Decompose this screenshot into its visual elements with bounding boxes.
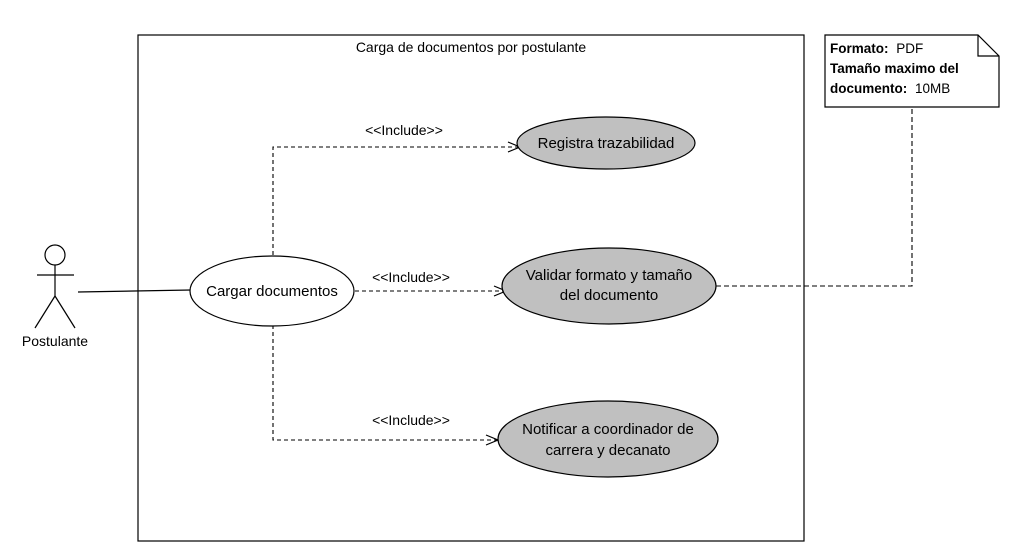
use-case-cargar-documentos[interactable]: Cargar documentos — [189, 255, 355, 327]
use-case-registra-label: Registra trazabilidad — [538, 135, 675, 152]
system-title: Carga de documentos por postulante — [356, 39, 587, 55]
system-boundary — [137, 34, 805, 542]
note-formato-label: Formato: — [830, 41, 889, 56]
include-label-notificar: <<Include>> — [372, 412, 450, 428]
actor-head — [44, 244, 66, 266]
include-edge-notificar — [272, 325, 498, 440]
actor-left-leg — [34, 295, 56, 329]
note-formato-value: PDF — [896, 41, 923, 56]
note-connector — [716, 107, 913, 287]
note-line-tamano-2: documento: 10MB — [830, 81, 950, 96]
use-case-validar-label-line2: del documento — [560, 287, 658, 304]
note-line-formato: Formato: PDF — [830, 41, 923, 56]
use-case-validar-formato[interactable]: Validar formato y tamaño del documento — [501, 247, 717, 325]
use-case-notificar-label-line2: carrera y decanato — [545, 442, 670, 459]
use-case-notificar-shape — [497, 400, 719, 478]
actor-right-leg — [54, 295, 76, 329]
use-case-registra-shape — [516, 116, 696, 170]
use-case-validar-shape — [501, 247, 717, 325]
use-case-cargar-label: Cargar documentos — [206, 283, 338, 300]
include-edge-registra — [272, 147, 520, 255]
note-tamano-label: documento: — [830, 81, 907, 96]
include-label-validar: <<Include>> — [372, 269, 450, 285]
use-case-cargar-shape — [189, 255, 355, 327]
association-line — [77, 289, 192, 293]
constraint-note: Formato: PDF Tamaño maximo del documento… — [824, 34, 1000, 108]
note-tamano-value: 10MB — [915, 81, 950, 96]
note-corner-fold — [977, 35, 999, 57]
use-case-notificar[interactable]: Notificar a coordinador de carrera y dec… — [497, 400, 719, 478]
include-label-registra: <<Include>> — [365, 122, 443, 138]
use-case-validar-label-line1: Validar formato y tamaño — [526, 267, 692, 284]
use-case-registra-trazabilidad[interactable]: Registra trazabilidad — [516, 116, 696, 170]
note-line-tamano-1: Tamaño maximo del — [830, 61, 959, 76]
note-shape — [824, 34, 1000, 108]
actor-label: Postulante — [22, 333, 88, 349]
use-case-notificar-label-line1: Notificar a coordinador de — [522, 421, 694, 438]
actor-postulante[interactable]: Postulante — [22, 244, 88, 349]
